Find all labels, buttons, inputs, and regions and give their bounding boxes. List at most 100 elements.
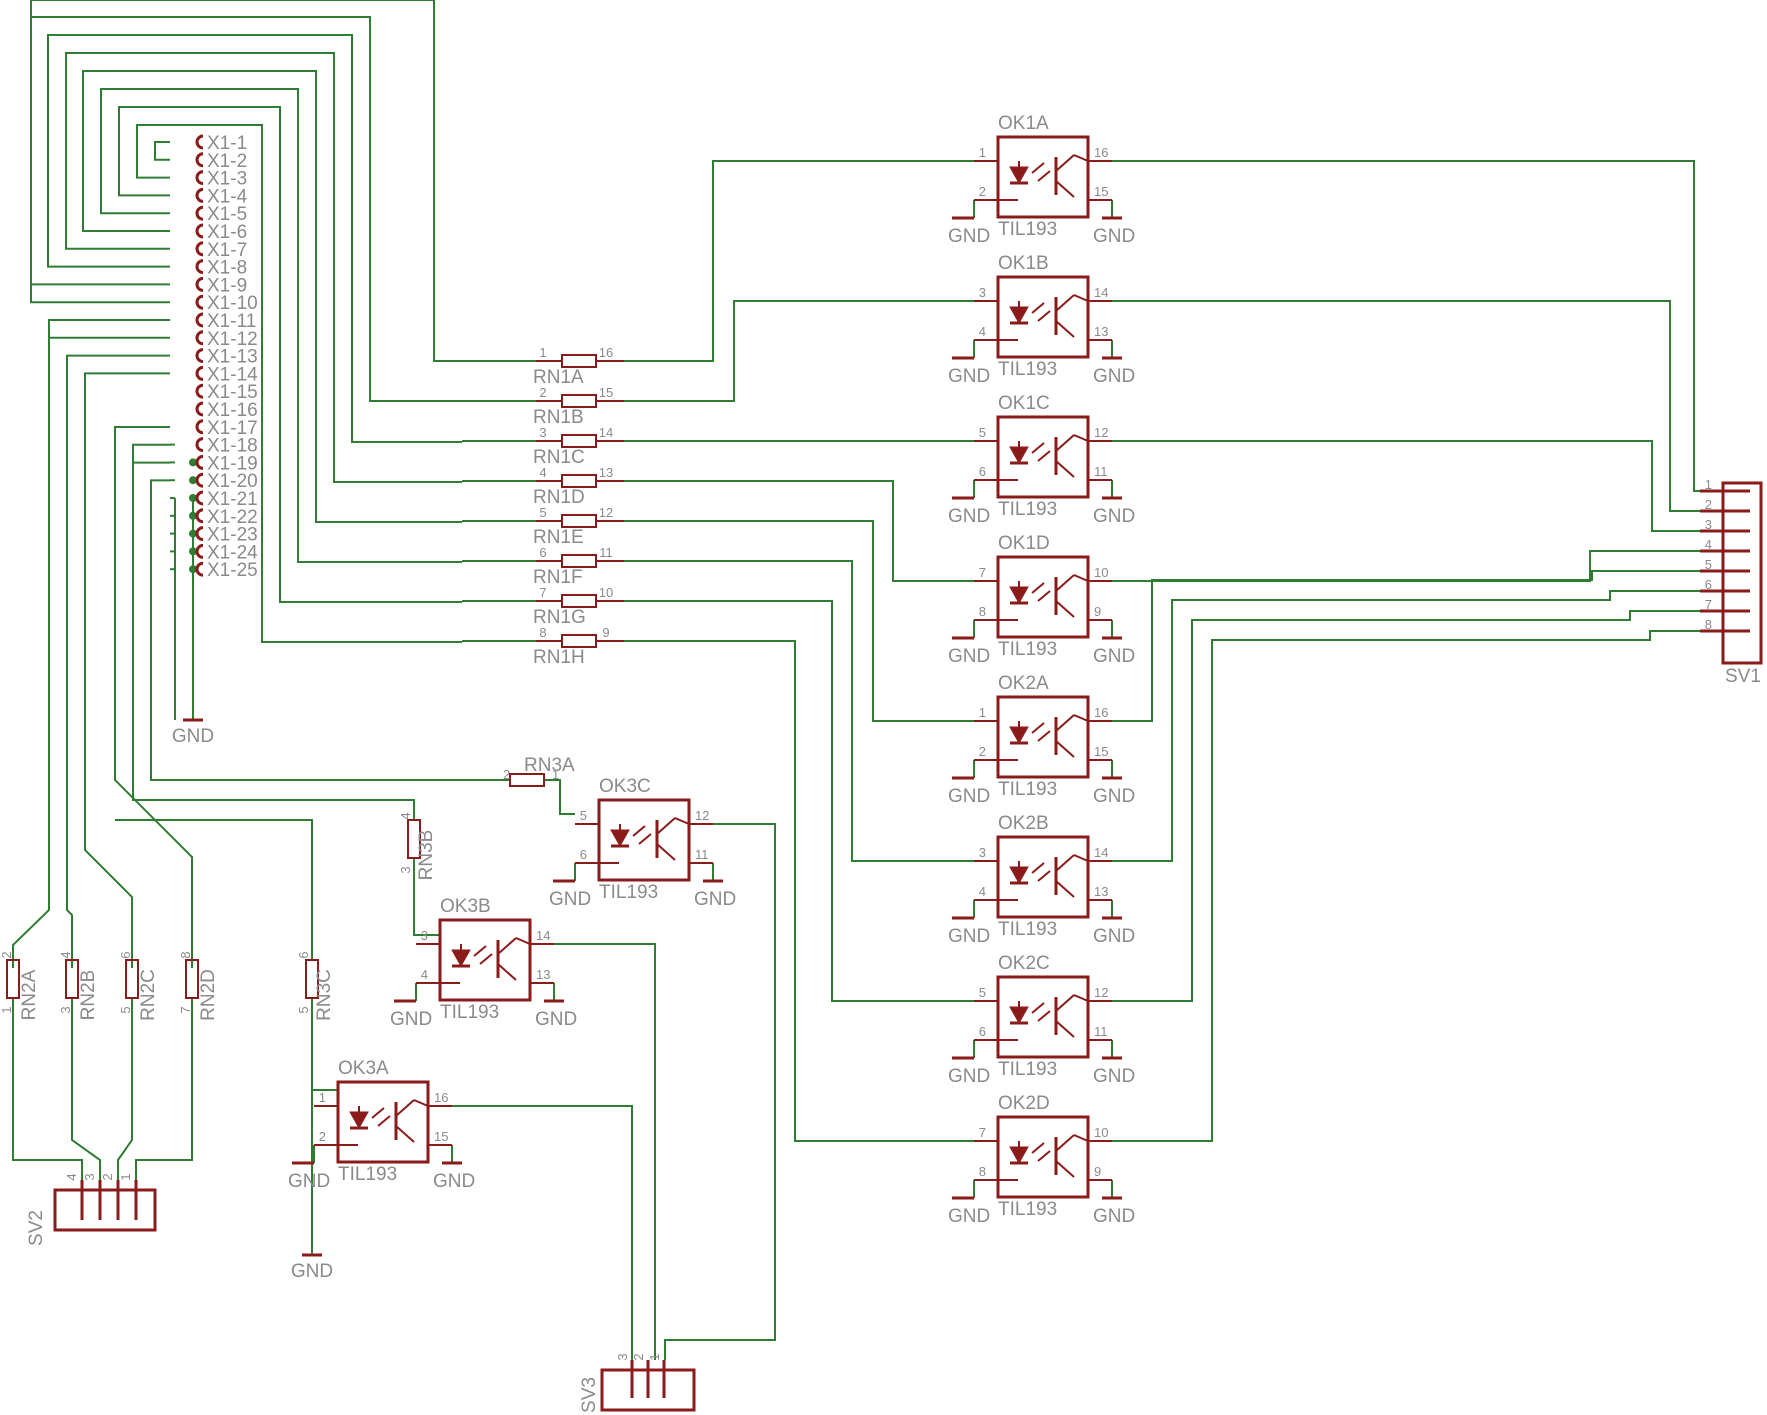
sv3-label: SV3 <box>579 1377 600 1413</box>
x1-pin-label: X1-2 <box>207 151 247 172</box>
opto-ok2c-name: OK2C <box>998 953 1050 974</box>
rn1-pin-right: 16 <box>599 345 613 360</box>
x1-pin-arc <box>195 330 204 346</box>
sv1-wire <box>1112 160 1700 492</box>
sv1-pin-label: 1 <box>1705 477 1712 492</box>
x1-pin-label: X1-7 <box>207 240 247 261</box>
opto-in-wire <box>624 520 974 722</box>
ok3c-pin2: 6 <box>580 847 587 862</box>
opto-ok2b-pin4: 13 <box>1094 884 1108 899</box>
sv2-pin-label: 4 <box>64 1173 79 1180</box>
rn2-pin-bottom: 7 <box>178 1006 193 1013</box>
opto-ok2c-type: TIL193 <box>998 1059 1057 1080</box>
ok3a-sv3-wire <box>452 1105 633 1360</box>
x1-pin-label: X1-14 <box>207 364 258 385</box>
opto-ok1a-transistor-emitter <box>1055 180 1075 198</box>
opto-ok2c-pin2: 6 <box>979 1024 986 1039</box>
ok3a-transistor-emitter <box>395 1125 415 1143</box>
opto-ok2a-arrow-icon <box>1037 730 1051 742</box>
rn3b-ok3b-wire <box>413 858 440 936</box>
x1-pin-arc <box>195 490 204 506</box>
opto-in-wire <box>624 480 974 582</box>
sv2-label: SV2 <box>26 1210 47 1246</box>
opto-ok1b-body <box>996 275 1090 359</box>
ok3c-name: OK3C <box>599 776 651 797</box>
opto-ok1d-led-icon <box>1009 586 1029 605</box>
ok3c-pin1: 5 <box>580 808 587 823</box>
opto-ok1c-gnd-label-right: GND <box>1093 506 1135 527</box>
rn1-resistor <box>561 394 597 408</box>
opto-ok1b-arrow-icon <box>1031 302 1045 314</box>
opto-ok1a-gnd-label-right: GND <box>1093 226 1135 247</box>
rn1-pin-right: 14 <box>599 425 613 440</box>
opto-ok2d-type: TIL193 <box>998 1199 1057 1220</box>
rn3b-pin-top: 4 <box>398 812 413 819</box>
x1-pin-arc <box>195 170 204 186</box>
opto-ok2c-pin4: 11 <box>1094 1024 1108 1039</box>
ok3a-arrow-icon <box>371 1107 385 1119</box>
rn3c-label: RN3C <box>314 969 335 1021</box>
opto-ok1a-transistor-lead <box>1073 154 1089 162</box>
sv3-pin-label: 1 <box>647 1353 662 1360</box>
rn3a-resistor <box>509 773 545 787</box>
opto-ok2c-transistor-lead <box>1073 994 1089 1002</box>
ok3b-gnd-label-left: GND <box>390 1009 432 1030</box>
opto-ok2c-pin1: 5 <box>979 985 986 1000</box>
opto-ok1c-transistor-lead <box>1073 434 1089 442</box>
rn3b-resistor <box>407 819 421 859</box>
x1-wire-3 <box>136 124 462 643</box>
rn1-pin-left: 2 <box>539 385 546 400</box>
opto-ok2b-pin1: 3 <box>979 845 986 860</box>
rn3a-pin-right: 1 <box>552 767 559 782</box>
rn2-resistor <box>125 959 139 999</box>
ok3a-arrow-icon <box>377 1115 391 1127</box>
opto-ok1c-led-icon <box>1009 446 1029 465</box>
x1-wire-7 <box>65 52 462 483</box>
sv1-wire <box>1112 610 1700 1002</box>
opto-in-wire <box>624 300 974 402</box>
opto-ok2a-type: TIL193 <box>998 779 1057 800</box>
rn1-pin-right: 13 <box>599 465 613 480</box>
opto-ok1b-arrow-icon <box>1037 310 1051 322</box>
sv1-wire <box>1112 300 1700 512</box>
rn3a-pin-left: 2 <box>503 767 510 782</box>
rn1-label: RN1D <box>533 487 585 508</box>
opto-ok1a-pin3: 16 <box>1094 145 1108 160</box>
rn1-label: RN1C <box>533 447 585 468</box>
opto-ok2b-transistor-collector <box>1055 854 1075 872</box>
opto-ok2b-led-icon <box>1009 866 1029 885</box>
opto-ok2b-transistor-lead <box>1073 854 1089 862</box>
ok3b-pin1: 3 <box>421 928 428 943</box>
opto-ok1d-body <box>996 555 1090 639</box>
opto-ok1c-gnd-label-left: GND <box>948 506 990 527</box>
x1-pin-arc <box>195 401 204 417</box>
opto-ok2b-pin3: 14 <box>1094 845 1108 860</box>
opto-ok1d-pin2: 8 <box>979 604 986 619</box>
opto-ok2b-arrow-icon <box>1037 870 1051 882</box>
x1-pin-label: X1-16 <box>207 400 258 421</box>
opto-ok1b-pin2: 4 <box>979 324 986 339</box>
rn1-resistor <box>561 474 597 488</box>
opto-ok1d-transistor-lead <box>1073 574 1089 582</box>
ok3a-transistor-collector <box>395 1099 415 1117</box>
rn3c-pin-bottom: 5 <box>296 1006 311 1013</box>
opto-ok1a-pin1: 1 <box>979 145 986 160</box>
x1-pin-arc <box>195 259 204 275</box>
opto-ok2a-body <box>996 695 1090 779</box>
x1-wire-10 <box>12 319 170 968</box>
opto-ok2c-arrow-icon <box>1031 1002 1045 1014</box>
ok3a-pin2: 2 <box>319 1129 326 1144</box>
opto-ok1c-arrow-icon <box>1031 442 1045 454</box>
opto-ok1d-transistor-emitter <box>1055 600 1075 618</box>
opto-ok1a-type: TIL193 <box>998 219 1057 240</box>
rn2-pin-top: 8 <box>178 951 193 958</box>
opto-ok1b-gnd-label-left: GND <box>948 366 990 387</box>
rn1-resistor <box>561 434 597 448</box>
opto-ok1c-type: TIL193 <box>998 499 1057 520</box>
x1-pin-label: X1-13 <box>207 347 258 368</box>
rn1-pin-left: 8 <box>539 625 546 640</box>
x1-wire-17 <box>150 479 510 781</box>
ok3b-pin3: 14 <box>536 928 550 943</box>
x1-pin-arc <box>195 187 204 203</box>
rn3c-pin-top: 6 <box>296 951 311 958</box>
